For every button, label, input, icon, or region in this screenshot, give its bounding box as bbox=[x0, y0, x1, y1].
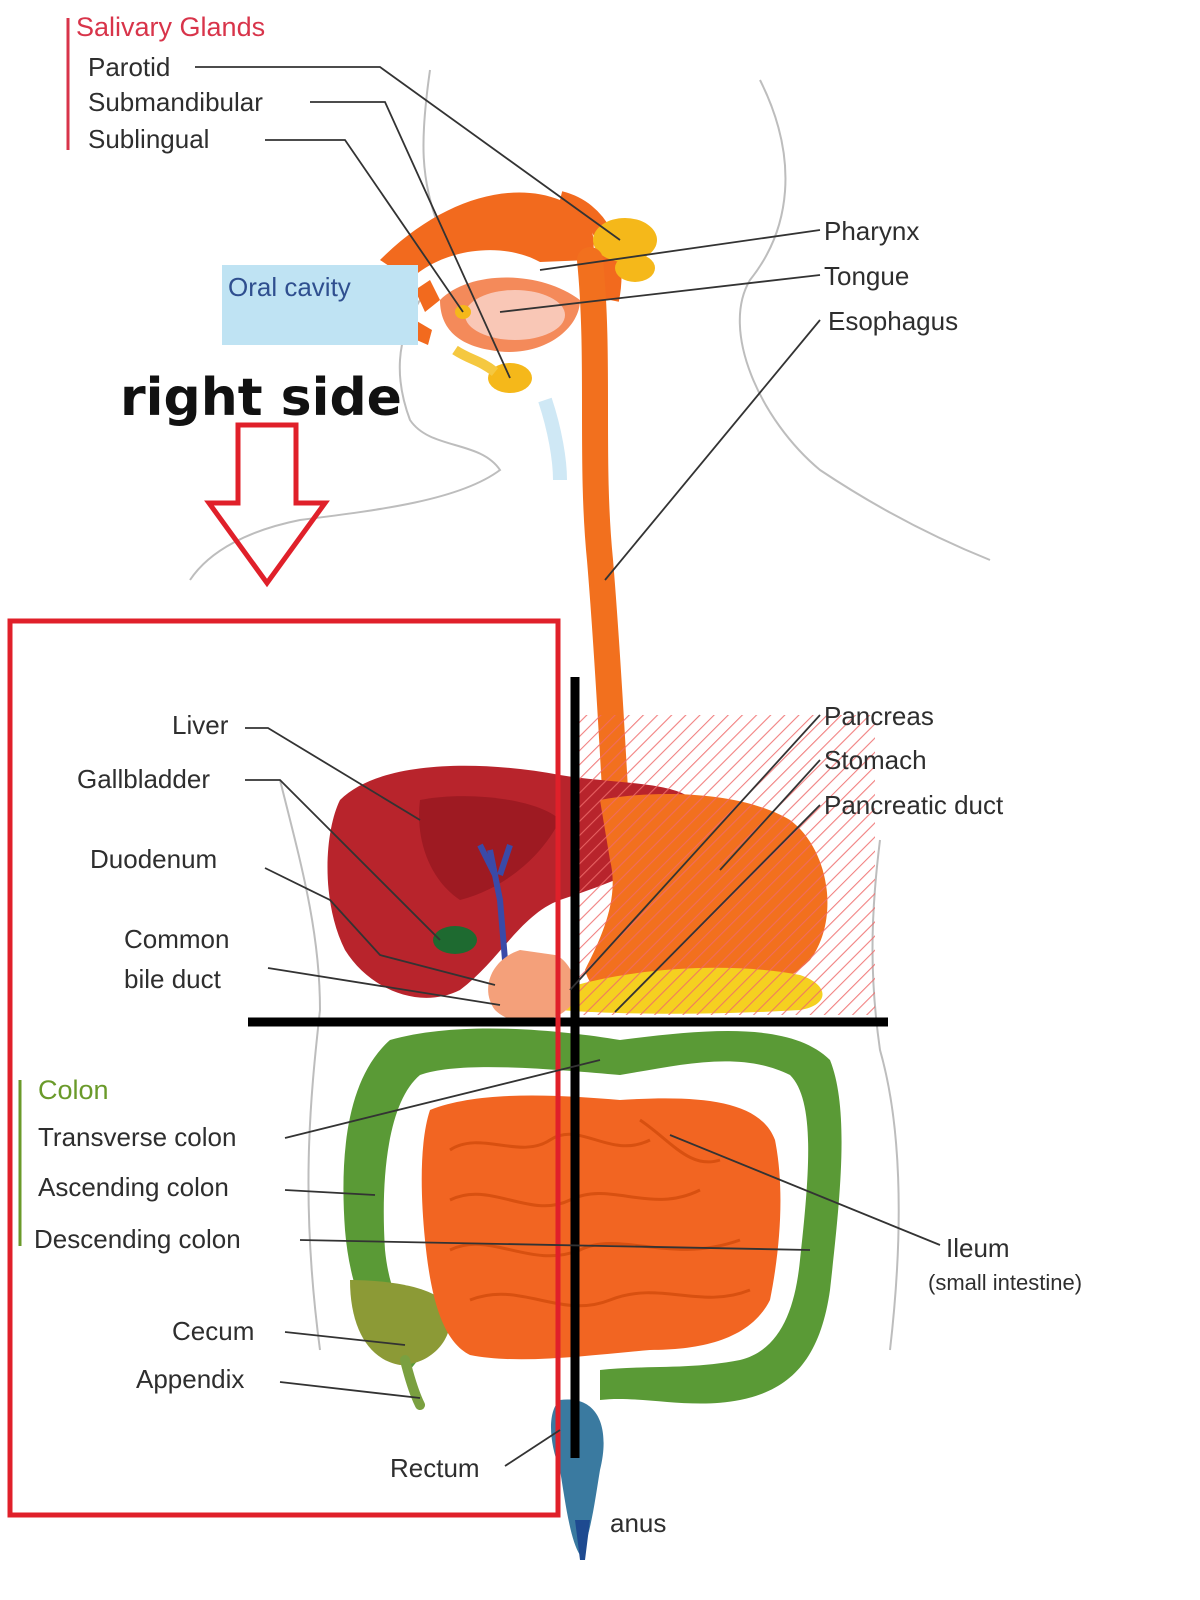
gallbladder-shape bbox=[433, 926, 477, 954]
pharynx-label: Pharynx bbox=[824, 216, 920, 246]
parotid-gland bbox=[593, 218, 657, 262]
pancreas-label: Pancreas bbox=[824, 701, 934, 731]
right-side-frame bbox=[7, 618, 561, 1518]
colon-title: Colon bbox=[38, 1075, 109, 1105]
duodenum-label: Duodenum bbox=[90, 844, 218, 874]
cecum-shape bbox=[350, 1280, 451, 1365]
common-bile-duct-label-line2: bile duct bbox=[124, 964, 221, 994]
gallbladder-label: Gallbladder bbox=[77, 764, 210, 794]
oral-cavity-highlight bbox=[222, 265, 418, 345]
leader-lines bbox=[195, 66, 941, 1467]
common-bile-duct-label-line1: Common bbox=[124, 924, 230, 954]
tongue-label: Tongue bbox=[824, 261, 910, 291]
parotid-label: Parotid bbox=[88, 52, 171, 82]
right-side-annotation: right side bbox=[120, 368, 402, 428]
down-arrow-icon bbox=[204, 422, 330, 588]
esophagus-label: Esophagus bbox=[828, 306, 959, 336]
stomach-label: Stomach bbox=[824, 745, 927, 775]
cecum-label: Cecum bbox=[172, 1316, 255, 1346]
ascending-colon-label: Ascending colon bbox=[38, 1172, 229, 1202]
sublingual-label: Sublingual bbox=[88, 124, 210, 154]
appendix-shape bbox=[400, 1355, 425, 1410]
rectum-shape bbox=[551, 1399, 604, 1555]
rectum-label: Rectum bbox=[390, 1453, 480, 1483]
oral-cavity-label: Oral cavity bbox=[228, 272, 351, 302]
duodenum-shape bbox=[488, 950, 577, 1023]
submandibular-label: Submandibular bbox=[88, 87, 263, 117]
small-intestine-shape bbox=[421, 1095, 781, 1360]
nasal-cavity bbox=[380, 192, 594, 280]
descending-colon-label: Descending colon bbox=[34, 1224, 241, 1254]
ileum-label: Ileum bbox=[946, 1233, 1010, 1263]
appendix-label: Appendix bbox=[136, 1364, 245, 1394]
anus-label: anus bbox=[610, 1508, 667, 1538]
esophagus-tube bbox=[577, 247, 628, 803]
small-intestine-note: (small intestine) bbox=[928, 1270, 1083, 1295]
liver-label: Liver bbox=[172, 710, 229, 740]
pancreatic-duct-label: Pancreatic duct bbox=[824, 790, 1004, 820]
transverse-colon-label: Transverse colon bbox=[38, 1122, 237, 1152]
colon-shape bbox=[343, 1028, 842, 1404]
salivary-glands-title: Salivary Glands bbox=[76, 12, 266, 42]
